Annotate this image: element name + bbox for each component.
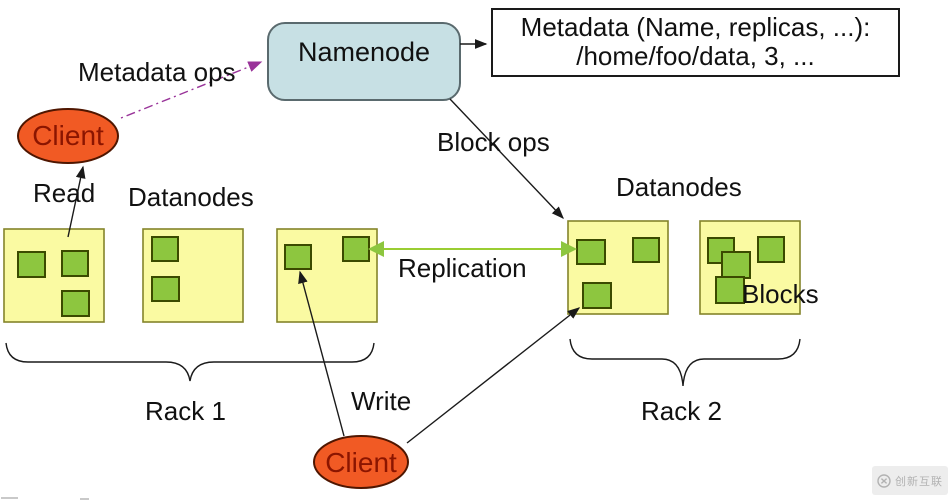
metadata-line2: /home/foo/data, 3, ... (576, 41, 815, 71)
circle-x-icon (877, 473, 891, 488)
cutoff-text-fragment (1, 497, 18, 499)
block (151, 276, 180, 302)
datanodes-right-label: Datanodes (616, 172, 742, 202)
block-ops-label: Block ops (437, 127, 550, 157)
block (61, 250, 89, 277)
cutoff-text-fragment (80, 498, 89, 500)
client-left-label: Client (32, 120, 104, 151)
client-ellipse-bottom (313, 435, 409, 489)
rack1-label: Rack 1 (145, 396, 226, 426)
datanode-box-r2-1 (567, 220, 669, 315)
metadata-box (491, 8, 900, 77)
write-arrow-rack1 (298, 270, 345, 437)
metadata-ops-arrow (120, 61, 263, 119)
replication-label: Replication (398, 253, 527, 283)
namenode-label: Namenode (297, 37, 431, 67)
client-ellipse-left (17, 108, 119, 164)
block (284, 244, 312, 270)
block (342, 236, 370, 262)
block (757, 236, 785, 263)
block (151, 236, 179, 262)
block (17, 251, 46, 278)
metadata-line1: Metadata (Name, replicas, ...): (520, 12, 871, 42)
watermark-badge: 创新互联 (872, 466, 948, 495)
block (632, 237, 660, 263)
client-bottom-label: Client (325, 447, 397, 478)
rack2-brace (569, 338, 801, 387)
write-arrow-rack2 (406, 307, 581, 444)
rack1-brace (5, 342, 375, 382)
watermark-text: 创新互联 (895, 475, 943, 488)
metadata-ops-label: Metadata ops (78, 57, 236, 87)
write-label: Write (351, 386, 412, 416)
block (582, 282, 612, 309)
read-arrow (67, 165, 86, 238)
read-label: Read (33, 178, 96, 208)
blocks-label: Blocks (742, 279, 819, 309)
block-ops-arrow (449, 98, 564, 220)
rack2-label: Rack 2 (641, 396, 722, 426)
block (715, 276, 745, 304)
block (576, 239, 606, 265)
block (721, 251, 751, 279)
namenode-box (267, 22, 461, 101)
datanodes-left-label: Datanodes (128, 182, 254, 212)
block (61, 290, 90, 317)
